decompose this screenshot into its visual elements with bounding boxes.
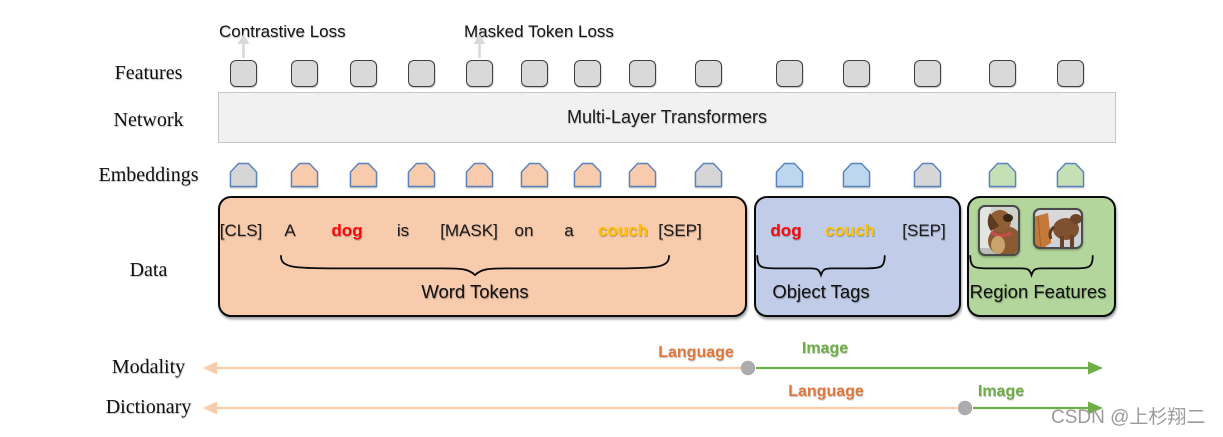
- token-a: a: [564, 221, 574, 240]
- feature-cell-14: [1056, 60, 1084, 87]
- embedding-cell-word-7: [573, 162, 601, 188]
- feature-cell-8: [628, 60, 656, 87]
- word-tokens-label: Word Tokens: [421, 281, 529, 302]
- row-label-dictionary: Dictionary: [105, 396, 192, 418]
- token-sep: [SEP]: [902, 221, 946, 240]
- modality-language-label: Language: [658, 344, 734, 361]
- token-is: is: [396, 221, 410, 240]
- modality-split-dot-icon: [740, 360, 756, 376]
- dictionary-language-label: Language: [788, 383, 864, 400]
- modality-right-arrowhead-icon: [1088, 361, 1103, 375]
- feature-cell-6: [520, 60, 548, 87]
- token-couch: couch: [824, 221, 876, 240]
- row-label-modality: Modality: [111, 356, 186, 378]
- token-dog: dog: [331, 221, 363, 240]
- word-tokens-box: [218, 196, 747, 317]
- object-tags-box: [754, 196, 961, 317]
- embedding-cell-word-2: [290, 162, 318, 188]
- watermark: CSDN @上杉翔二: [1051, 407, 1206, 428]
- embedding-cell-tag-10: [775, 162, 803, 188]
- token-sep: [SEP]: [658, 221, 702, 240]
- token-cls: [CLS]: [219, 221, 263, 240]
- embedding-cell-word-6: [520, 162, 548, 188]
- feature-cell-1: [229, 60, 257, 87]
- object-tags-brace: [756, 255, 886, 276]
- contrastive-loss-label: Contrastive Loss: [219, 22, 346, 41]
- masked-token-loss-arrow-icon: [473, 34, 486, 58]
- object-tags-label: Object Tags: [772, 281, 870, 302]
- dictionary-right-arrowhead-icon: [1088, 401, 1103, 415]
- region-features-label: Region Features: [969, 281, 1107, 302]
- modality-image-label: Image: [801, 340, 849, 357]
- feature-cell-2: [290, 60, 318, 87]
- embedding-cell-region-14: [1056, 162, 1084, 188]
- region-features-brace: [969, 255, 1094, 276]
- feature-cell-10: [775, 60, 803, 87]
- token-couch: couch: [597, 221, 649, 240]
- embedding-cell-region-13: [988, 162, 1016, 188]
- masked-token-loss-label: Masked Token Loss: [464, 22, 614, 41]
- feature-cell-9: [694, 60, 722, 87]
- token-dog: dog: [770, 221, 802, 240]
- network-box-label: Multi-Layer Transformers: [566, 107, 768, 127]
- feature-cell-3: [349, 60, 377, 87]
- embedding-cell-special-9: [694, 162, 722, 188]
- embedding-cell-special-12: [913, 162, 941, 188]
- embedding-cell-word-3: [349, 162, 377, 188]
- row-label-network: Network: [113, 109, 184, 131]
- row-label-data: Data: [129, 259, 168, 281]
- region-image-dog-2: [1033, 208, 1083, 249]
- dictionary-left-arrowhead-icon: [203, 401, 217, 415]
- dictionary-image-label: Image: [977, 383, 1025, 400]
- token-a: A: [284, 221, 296, 240]
- region-image-dog-1: [978, 205, 1020, 256]
- feature-cell-5: [465, 60, 493, 87]
- feature-cell-7: [573, 60, 601, 87]
- feature-cell-13: [988, 60, 1016, 87]
- dictionary-split-dot-icon: [957, 400, 973, 416]
- token-mask: [MASK]: [440, 221, 498, 240]
- contrastive-loss-arrow-icon: [237, 34, 250, 58]
- modality-left-arrowhead-icon: [203, 361, 217, 375]
- network-box: Multi-Layer Transformers: [218, 92, 1116, 143]
- embedding-cell-word-8: [628, 162, 656, 188]
- embedding-cell-tag-11: [842, 162, 870, 188]
- word-tokens-brace: [277, 255, 673, 276]
- embedding-cell-word-4: [407, 162, 435, 188]
- feature-cell-4: [407, 60, 435, 87]
- feature-cell-11: [842, 60, 870, 87]
- token-on: on: [514, 221, 534, 240]
- row-label-embeddings: Embeddings: [98, 164, 199, 186]
- embedding-cell-word-5: [465, 162, 493, 188]
- row-label-features: Features: [114, 62, 183, 84]
- feature-cell-12: [913, 60, 941, 87]
- embedding-cell-special-1: [229, 162, 257, 188]
